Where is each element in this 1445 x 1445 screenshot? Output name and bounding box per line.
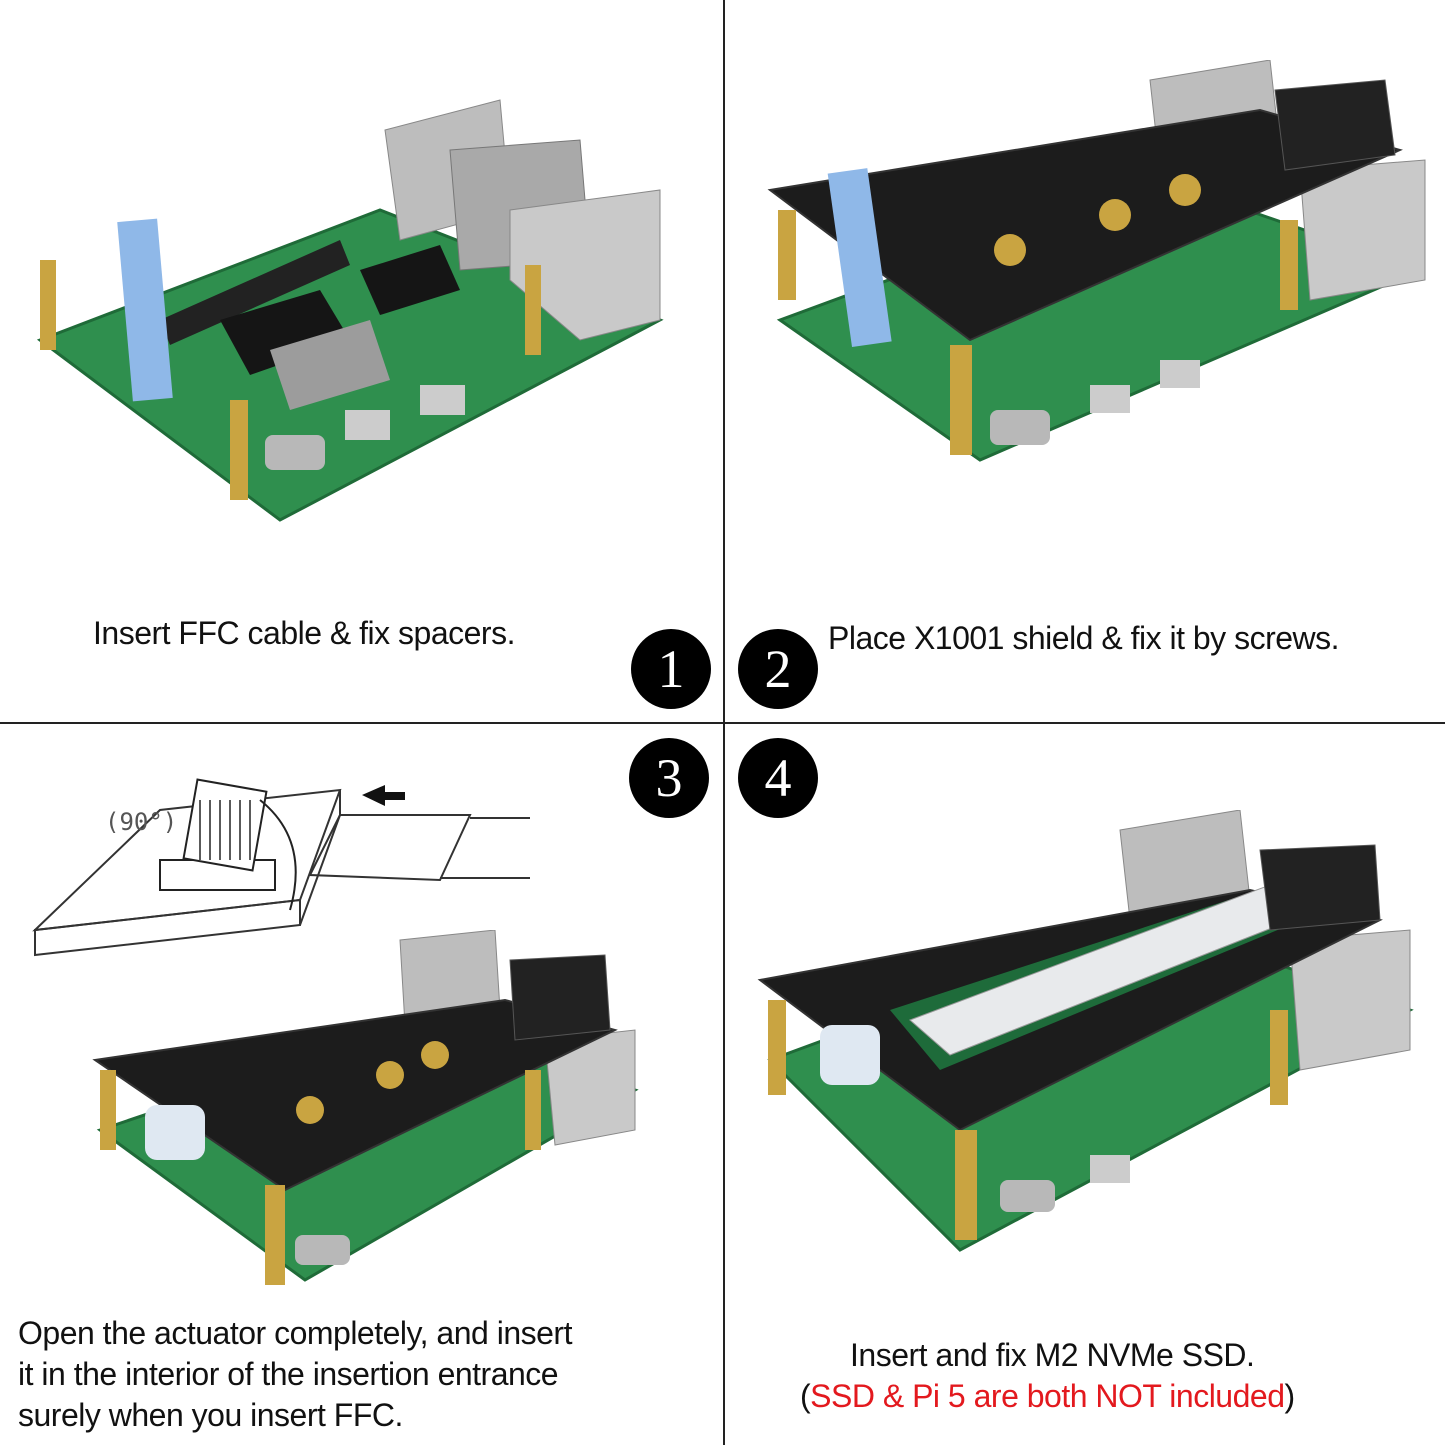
step4-caption: Insert and fix M2 NVMe SSD. (850, 1337, 1255, 1373)
note-close-paren: ) (1284, 1378, 1295, 1414)
note-open-paren: ( (800, 1378, 811, 1414)
horizontal-divider (0, 722, 1445, 724)
step3-caption-line-2: it in the interior of the insertion entr… (18, 1356, 559, 1392)
step3-caption-line-3: surely when you insert FFC. (18, 1397, 403, 1433)
step-number-badge-3: 3 (629, 738, 709, 818)
step4-note: (SSD & Pi 5 are both NOT included) (800, 1378, 1295, 1415)
step1-caption: Insert FFC cable & fix spacers. (93, 615, 515, 651)
step3-photo-shield-with-ffc (92, 930, 639, 1285)
step3-ffc-insertion-diagram: (90°) (32, 778, 530, 957)
step3-caption-line-1: Open the actuator completely, and insert (18, 1315, 572, 1351)
step4-photo-ssd-installed (757, 810, 1414, 1252)
step2-photo-x1001-shield-installed (767, 60, 1426, 462)
step-number-badge-1: 1 (631, 629, 711, 709)
step-number-badge-2: 2 (738, 629, 818, 709)
step-number-badge-4: 4 (738, 738, 818, 818)
angle-label: (90°) (105, 808, 177, 836)
not-included-note: SSD & Pi 5 are both NOT included (810, 1378, 1285, 1414)
step1-photo-raspberry-pi-board (36, 99, 664, 522)
step2-caption: Place X1001 shield & fix it by screws. (828, 620, 1340, 656)
